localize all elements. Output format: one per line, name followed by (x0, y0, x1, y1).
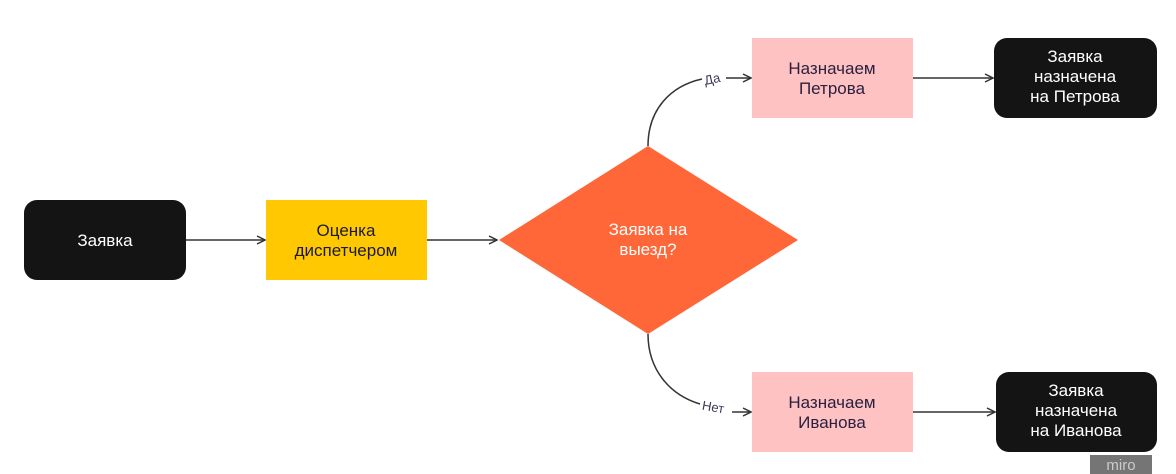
edge-no-curve (647, 333, 701, 405)
node-decision[interactable] (499, 146, 798, 334)
node-evaluate[interactable] (266, 200, 427, 280)
node-assign-ivanov[interactable] (752, 372, 913, 452)
watermark-bg (1090, 455, 1152, 474)
svg-text:Заявка: Заявка (77, 231, 133, 250)
result-petrov-label-3: на Петрова (1030, 87, 1120, 106)
node-assign-petrov[interactable] (752, 38, 913, 118)
assign-petrov-label-2: Петрова (799, 79, 866, 98)
result-petrov-label-1: Заявка (1047, 47, 1103, 66)
decision-label-1: Заявка на (609, 220, 688, 239)
assign-petrov-label-1: Назначаем (788, 59, 875, 78)
assign-ivanov-label-1: Назначаем (788, 393, 875, 412)
start-label: Заявка (77, 231, 133, 250)
edge-yes-label: Да (703, 70, 723, 88)
result-ivanov-label-3: на Иванова (1030, 421, 1122, 440)
evaluate-label-2: диспетчером (295, 241, 398, 260)
assign-ivanov-label-2: Иванова (798, 413, 866, 432)
edge-yes-curve (647, 78, 703, 147)
result-ivanov-label-1: Заявка (1048, 381, 1104, 400)
node-start[interactable] (24, 200, 186, 280)
result-ivanov-label-2: назначена (1035, 401, 1118, 420)
watermark: miro (1106, 457, 1135, 474)
node-result-petrov[interactable] (994, 38, 1157, 118)
result-petrov-label-2: назначена (1034, 67, 1117, 86)
edge-no-label: Нет (701, 398, 725, 417)
node-result-ivanov[interactable] (996, 372, 1157, 452)
decision-label-2: выезд? (619, 240, 676, 259)
evaluate-label-1: Оценка (317, 221, 376, 240)
